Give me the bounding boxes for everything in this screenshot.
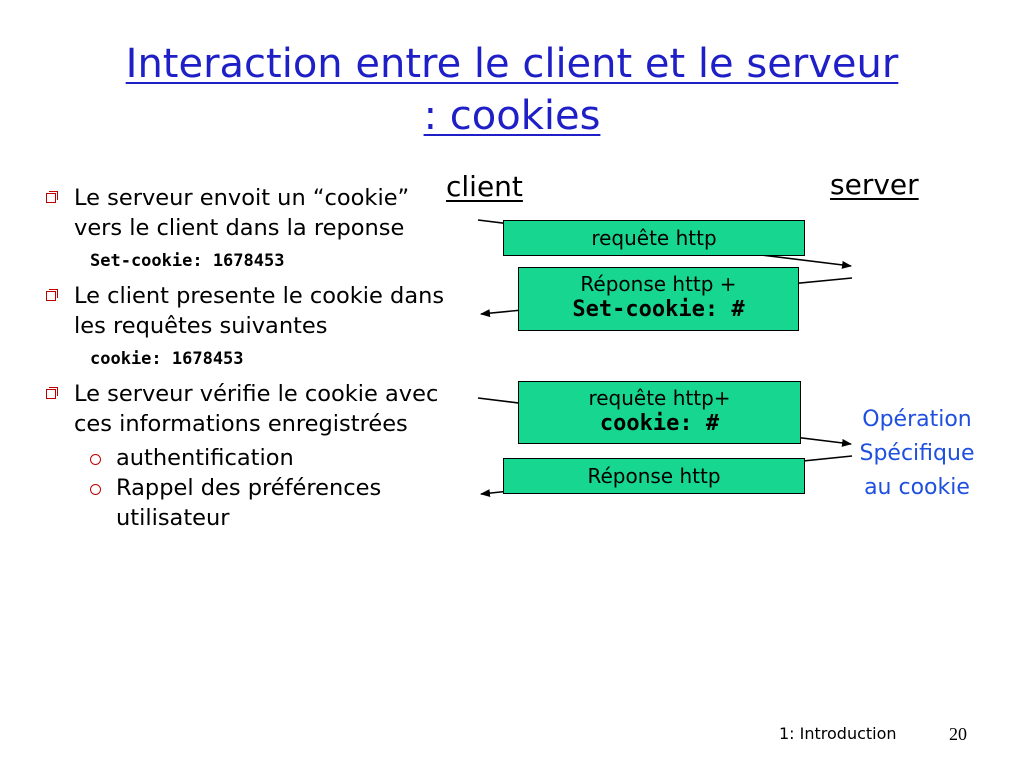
message-code: Set-cookie: # xyxy=(572,297,745,322)
message-text: requête http xyxy=(591,226,717,250)
message-box-request-cookie: requête http+ cookie: # xyxy=(518,381,801,444)
checkbox-bullet-icon xyxy=(46,289,58,301)
bullet-item: Le serveur envoit un “cookie” vers le cl… xyxy=(44,183,454,243)
sub-bullet-item: authentification xyxy=(44,443,454,473)
message-text: Réponse http xyxy=(587,464,721,488)
title-line-2: : cookies xyxy=(423,93,601,139)
message-box-response-set-cookie: Réponse http + Set-cookie: # xyxy=(518,267,799,331)
sub-bullet-item: Rappel des préférences utilisateur xyxy=(44,473,454,533)
message-box-request: requête http xyxy=(503,220,805,256)
bullet-item: Le client presente le cookie dans les re… xyxy=(44,281,454,341)
bullet-text: Le serveur vérifie le cookie avec ces in… xyxy=(74,381,439,437)
operation-line: au cookie xyxy=(864,475,970,500)
title-line-1: Interaction entre le client et le serveu… xyxy=(125,41,899,87)
server-label: server xyxy=(830,168,919,201)
bullet-item: Le serveur vérifie le cookie avec ces in… xyxy=(44,379,454,439)
operation-line: Spécifique xyxy=(859,441,975,466)
code-line: Set-cookie: 1678453 xyxy=(90,251,285,271)
bullet-text: Le client presente le cookie dans les re… xyxy=(74,283,445,339)
page-number: 20 xyxy=(949,724,967,744)
cookie-operation-note: Opération Spécifique au cookie xyxy=(832,403,1002,505)
message-code: cookie: # xyxy=(599,411,720,436)
operation-line: Opération xyxy=(862,407,972,432)
message-box-response: Réponse http xyxy=(503,458,805,494)
ring-bullet-icon xyxy=(90,454,101,465)
slide-title: Interaction entre le client et le serveu… xyxy=(40,38,984,142)
checkbox-bullet-icon xyxy=(46,387,58,399)
sub-bullet-text: authentification xyxy=(116,445,294,471)
bullet-text: Le serveur envoit un “cookie” vers le cl… xyxy=(74,185,410,241)
footer-chapter: 1: Introduction xyxy=(779,724,897,743)
sub-bullet-text: Rappel des préférences utilisateur xyxy=(116,475,382,531)
client-label: client xyxy=(446,170,523,203)
checkbox-bullet-icon xyxy=(46,191,58,203)
bullet-list: Le serveur envoit un “cookie” vers le cl… xyxy=(44,183,454,533)
code-line: cookie: 1678453 xyxy=(90,349,244,369)
message-text: requête http+ xyxy=(588,386,731,410)
ring-bullet-icon xyxy=(90,484,101,495)
message-text: Réponse http + xyxy=(580,272,737,296)
